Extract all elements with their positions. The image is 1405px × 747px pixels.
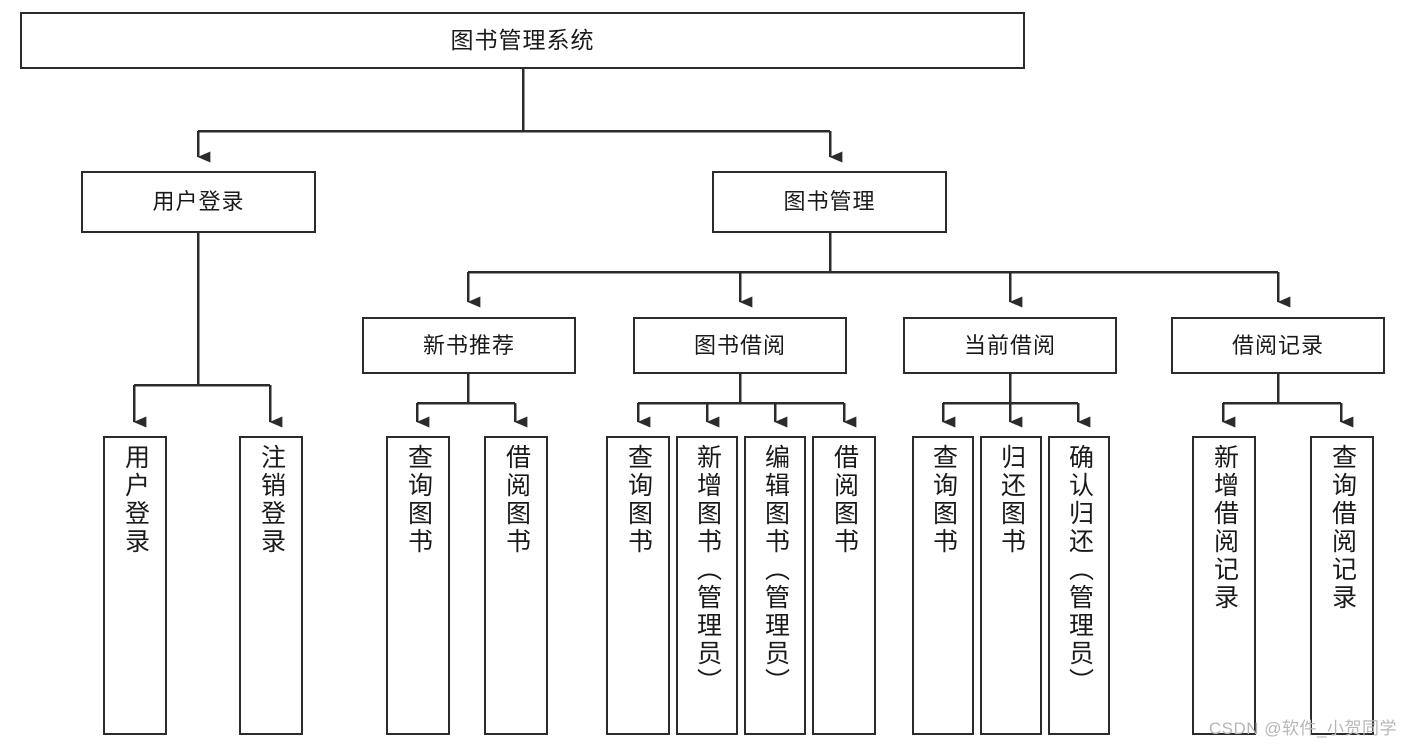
node-label: 确认归还（管理员）	[1065, 444, 1094, 696]
node-current-borrow[interactable]: 当前借阅	[903, 317, 1117, 374]
leaf-current-return-book[interactable]: 归还图书	[980, 436, 1042, 735]
leaf-borrow-query-book[interactable]: 查询图书	[606, 436, 670, 735]
node-user-login[interactable]: 用户登录	[81, 171, 316, 233]
node-label: 查询图书	[624, 444, 653, 556]
node-label: 图书借阅	[693, 332, 786, 358]
node-label: 注销登录	[257, 444, 286, 556]
leaf-new-book-borrow[interactable]: 借阅图书	[484, 436, 548, 735]
node-label: 借阅记录	[1231, 332, 1324, 358]
leaf-new-book-query[interactable]: 查询图书	[386, 436, 450, 735]
node-label: 图书管理	[783, 189, 876, 215]
node-book-management[interactable]: 图书管理	[712, 171, 947, 233]
node-label: 查询借阅记录	[1328, 444, 1357, 612]
node-book-borrow[interactable]: 图书借阅	[633, 317, 847, 374]
node-label: 借阅图书	[830, 444, 859, 556]
node-root-system[interactable]: 图书管理系统	[20, 12, 1025, 69]
leaf-current-confirm-return-admin[interactable]: 确认归还（管理员）	[1048, 436, 1110, 735]
node-label: 借阅图书	[502, 444, 531, 556]
leaf-current-query-book[interactable]: 查询图书	[912, 436, 974, 735]
node-new-book-recommend[interactable]: 新书推荐	[362, 317, 576, 374]
node-borrow-record[interactable]: 借阅记录	[1171, 317, 1385, 374]
node-label: 编辑图书（管理员）	[761, 444, 790, 696]
node-label: 新书推荐	[422, 332, 515, 358]
leaf-user-login-logout[interactable]: 注销登录	[239, 436, 303, 735]
node-label: 归还图书	[997, 444, 1026, 556]
leaf-record-add-borrow-record[interactable]: 新增借阅记录	[1192, 436, 1256, 735]
leaf-record-query-borrow-record[interactable]: 查询借阅记录	[1310, 436, 1374, 735]
leaf-borrow-add-book-admin[interactable]: 新增图书（管理员）	[676, 436, 738, 735]
node-label: 图书管理系统	[450, 27, 595, 54]
leaf-user-login-login[interactable]: 用户登录	[103, 436, 167, 735]
node-label: 新增借阅记录	[1210, 444, 1239, 612]
node-label: 查询图书	[929, 444, 958, 556]
node-label: 查询图书	[404, 444, 433, 556]
node-label: 当前借阅	[963, 332, 1056, 358]
node-label: 用户登录	[121, 444, 150, 556]
leaf-borrow-edit-book-admin[interactable]: 编辑图书（管理员）	[744, 436, 806, 735]
leaf-borrow-borrow-book[interactable]: 借阅图书	[812, 436, 876, 735]
node-label: 新增图书（管理员）	[693, 444, 722, 696]
node-label: 用户登录	[152, 189, 245, 215]
